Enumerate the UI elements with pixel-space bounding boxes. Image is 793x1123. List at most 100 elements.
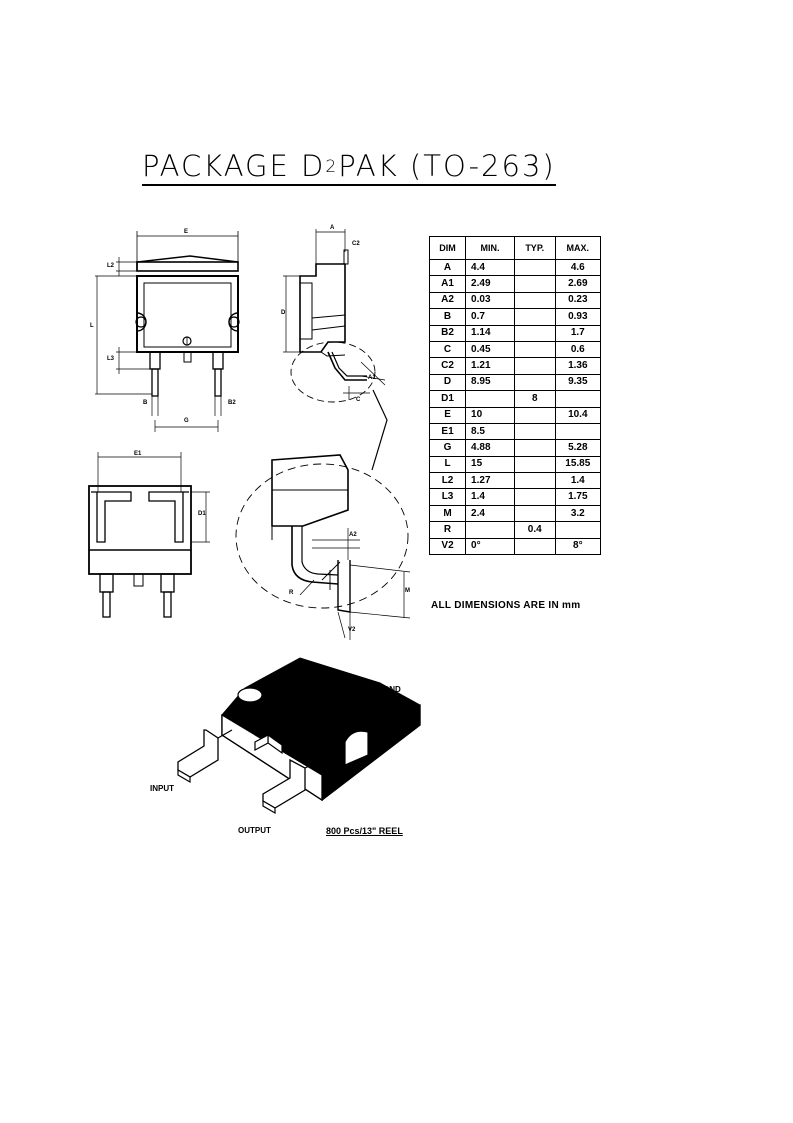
cell-min: 1.4 [465, 488, 515, 506]
title-suffix: PAK (TO-263) [338, 149, 556, 183]
cell-typ [513, 439, 556, 457]
header-typ: TYP. [513, 236, 556, 260]
label-E: E [184, 229, 189, 235]
cell-typ [513, 324, 556, 342]
page-title: PACKAGE D2PAK (TO-263) [142, 152, 556, 186]
cell-dim: M [428, 504, 467, 523]
cell-dim: V2 [428, 537, 467, 556]
cell-max: 0.93 [554, 308, 602, 326]
label-C2: C2 [352, 241, 360, 247]
cell-min: 1.14 [465, 324, 515, 342]
cell-typ [513, 308, 556, 326]
cell-dim: G [428, 439, 467, 457]
cell-max: 5.28 [554, 439, 602, 457]
cell-dim: D1 [428, 390, 467, 408]
label-R: R [289, 590, 294, 596]
label-A2: A2 [349, 532, 357, 538]
cell-dim: B [428, 308, 467, 326]
title-prefix: PACKAGE D [142, 149, 326, 183]
cell-typ [513, 422, 556, 441]
header-dim: DIM [428, 236, 467, 260]
cell-min [465, 390, 515, 408]
cell-dim: A2 [428, 291, 467, 310]
front-view [95, 231, 240, 432]
cell-max: 4.6 [554, 258, 602, 277]
cell-max: 1.75 [554, 488, 602, 506]
cell-min: 15 [465, 455, 515, 474]
cell-typ [513, 488, 556, 506]
cell-dim: C2 [428, 357, 467, 375]
header-min: MIN. [465, 236, 515, 260]
cell-max [554, 390, 602, 408]
cell-typ [513, 275, 556, 293]
cell-dim: R [428, 521, 467, 539]
table-row: D1 8 [428, 390, 602, 408]
cell-typ [513, 340, 556, 359]
label-L3: L3 [107, 356, 115, 362]
units-note: ALL DIMENSIONS ARE IN mm [431, 600, 581, 611]
cell-dim: A1 [428, 275, 467, 293]
label-G: G [184, 418, 189, 424]
label-B2: B2 [228, 400, 236, 406]
cell-typ [513, 455, 556, 474]
detail-view [235, 454, 411, 640]
cell-typ [513, 357, 556, 375]
cell-max: 15.85 [554, 455, 602, 474]
cell-min: 10 [465, 406, 515, 424]
cell-typ [513, 504, 556, 523]
cell-dim: E [428, 406, 467, 424]
title-superscript: 2 [325, 157, 339, 177]
pin-label-output: OUTPUT [238, 826, 271, 835]
table-header-row: DIM MIN. TYP. MAX. [428, 236, 602, 260]
label-C: C [356, 397, 361, 403]
cell-max: 0.23 [554, 291, 602, 310]
side-view [283, 229, 388, 471]
cell-min: 2.4 [465, 504, 515, 523]
cell-typ [513, 373, 556, 392]
label-M: M [405, 588, 410, 594]
cell-dim: L [428, 455, 467, 474]
cell-dim: B2 [428, 324, 467, 342]
label-V2: V2 [348, 627, 356, 633]
cell-typ [513, 472, 556, 490]
cell-typ: 8 [513, 390, 556, 408]
label-A: A [330, 225, 335, 231]
label-D: D [281, 310, 286, 316]
cell-max: 10.4 [554, 406, 602, 424]
label-D1: D1 [198, 511, 206, 517]
label-E1: E1 [134, 451, 142, 457]
cell-min: 0.7 [465, 308, 515, 326]
cell-min: 0.03 [465, 291, 515, 310]
header-max: MAX. [554, 236, 602, 260]
cell-min: 4.88 [465, 439, 515, 457]
cell-typ [513, 258, 556, 277]
cell-max: 8° [554, 537, 602, 556]
cell-dim: L3 [428, 488, 467, 506]
cell-max [554, 521, 602, 539]
reel-note: 800 Pcs/13" REEL [326, 826, 403, 836]
cell-min: 2.49 [465, 275, 515, 293]
cell-min: 4.4 [465, 258, 515, 277]
package-3d-view [177, 657, 421, 815]
cell-max: 2.69 [554, 275, 602, 293]
bottom-view [88, 452, 210, 618]
cell-max: 0.6 [554, 340, 602, 359]
cell-typ [513, 291, 556, 310]
cell-dim: D [428, 373, 467, 392]
cell-typ [513, 537, 556, 556]
